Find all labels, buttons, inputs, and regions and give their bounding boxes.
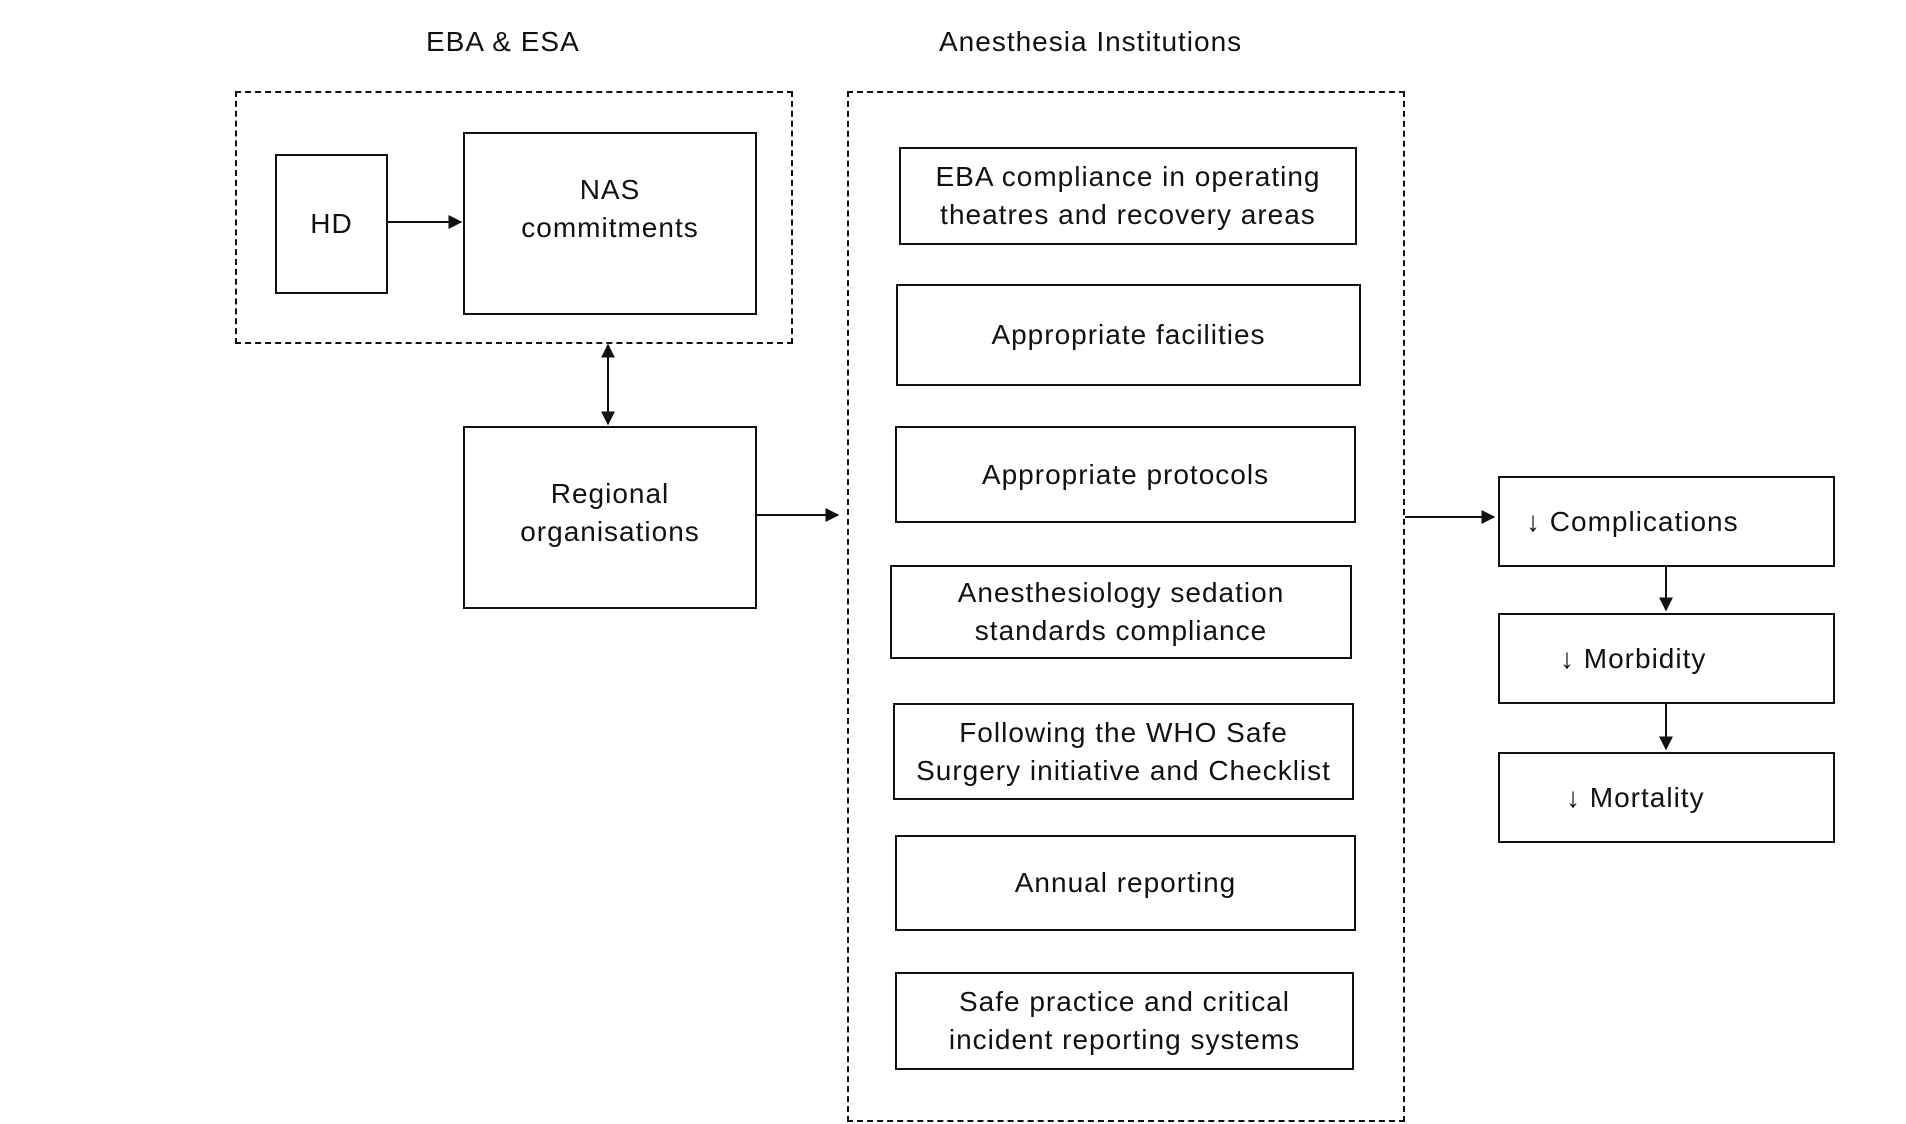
institution-item-protocols: Appropriate protocols	[895, 426, 1356, 523]
institution-item-label: Following the WHO Safe Surgery initiativ…	[916, 716, 1331, 786]
institution-item-annual-reporting: Annual reporting	[895, 835, 1356, 931]
institution-item-facilities: Appropriate facilities	[896, 284, 1361, 386]
institution-item-sedation-standards: Anesthesiology sedation standards compli…	[890, 565, 1352, 659]
regional-organisations-label: Regional organisations	[520, 477, 700, 547]
institution-item-label: EBA compliance in operating theatres and…	[935, 161, 1321, 230]
institution-item-who-safe-surgery: Following the WHO Safe Surgery initiativ…	[893, 703, 1354, 800]
outcome-mortality: ↓ Mortality	[1498, 752, 1835, 843]
institution-item-label: Appropriate protocols	[981, 458, 1270, 490]
institution-item-label: Appropriate facilities	[991, 319, 1266, 350]
outcome-morbidity: ↓ Morbidity	[1498, 613, 1835, 704]
anesthesia-institutions-group	[847, 91, 1405, 1122]
institution-item-label: Annual reporting	[1014, 867, 1237, 898]
eba-esa-title: EBA & ESA	[426, 26, 580, 57]
institution-item-label: Safe practice and critical incident repo…	[948, 986, 1301, 1055]
outcome-label: ↓ Complications	[1526, 505, 1739, 537]
anesthesia-institutions-title: Anesthesia Institutions	[939, 26, 1243, 57]
eba-esa-group	[235, 91, 793, 344]
outcome-label: ↓ Morbidity	[1560, 642, 1707, 674]
institution-item-eba-compliance: EBA compliance in operating theatres and…	[899, 147, 1357, 245]
institution-item-label: Anesthesiology sedation standards compli…	[957, 577, 1285, 646]
regional-organisations-box: Regional organisations	[463, 426, 757, 609]
hd-label: HD	[310, 208, 353, 239]
institution-item-safe-practice: Safe practice and critical incident repo…	[895, 972, 1354, 1070]
outcome-label: ↓ Mortality	[1566, 781, 1705, 813]
nas-commitments-box: NAS commitments	[463, 132, 757, 315]
outcome-complications: ↓ Complications	[1498, 476, 1835, 567]
hd-box: HD	[275, 154, 388, 294]
nas-commitments-label: NAS commitments	[521, 173, 699, 243]
